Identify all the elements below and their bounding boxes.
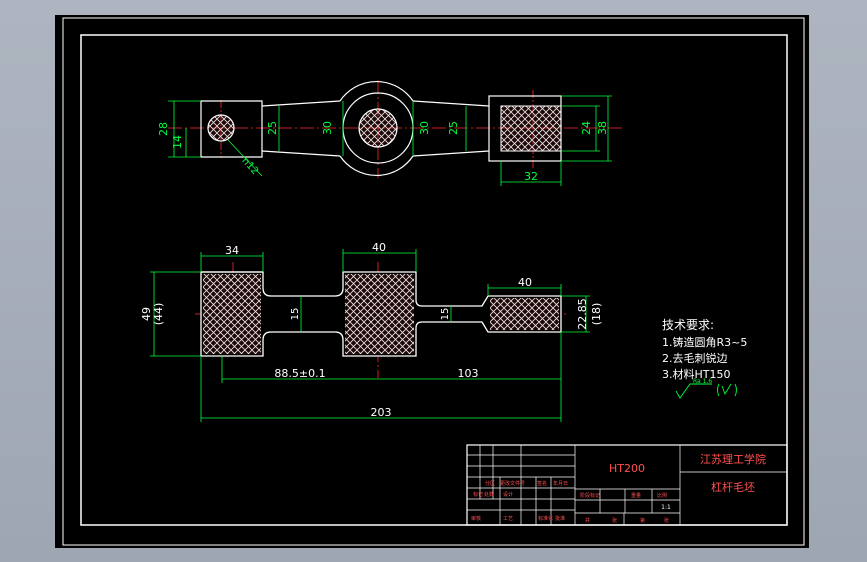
dim-18: (18) [590, 303, 603, 326]
dim-25-right: 25 [447, 121, 460, 135]
top-left-hole [207, 114, 235, 142]
tech-note-2: 2.去毛刺锐边 [662, 351, 728, 365]
cell-12: 审核 [471, 515, 481, 522]
tech-note-3: 3.材料HT150 [662, 367, 730, 381]
front-section-middle [345, 274, 414, 354]
dim-15-left: 15 [290, 308, 301, 321]
outer-frame [62, 17, 805, 546]
title-block-text: HT200 江苏理工学院 杠杆毛坯 1:1 标记 处数 分区 更改文件号 签名 … [471, 452, 766, 524]
cell-8: 标准化 [538, 515, 553, 522]
dim-25-left: 25 [266, 121, 279, 135]
dim-30-right: 30 [418, 121, 431, 135]
tech-notes-heading: 技术要求: [662, 318, 714, 332]
cell-6: 年月日 [553, 480, 568, 487]
dim-28: 28 [157, 122, 170, 136]
cell-2: 处数 [484, 491, 494, 498]
cell-9: 阶段标记 [580, 492, 600, 499]
dim-203: 203 [371, 406, 392, 419]
dim-38: 38 [596, 121, 609, 135]
drawing-sheet [55, 15, 809, 548]
tech-notes: 技术要求: 1.铸造圆角R3~5 2.去毛刺锐边 3.材料HT150 Ra 1.… [662, 318, 747, 399]
cell-3: 分区 [485, 480, 495, 487]
dim-88-5: 88.5±0.1 [274, 367, 325, 380]
dim-44: (44) [152, 303, 165, 326]
dim-32: 32 [524, 170, 538, 183]
dim-103: 103 [458, 367, 479, 380]
cell-13: 工艺 [503, 516, 513, 522]
cell-14: 批准 [555, 515, 565, 522]
top-right-section [500, 105, 562, 152]
top-left-boss [200, 100, 263, 158]
part-name: 杠杆毛坯 [711, 480, 755, 494]
cell-16: 张 [612, 517, 617, 524]
material-label: HT200 [609, 462, 645, 475]
tech-note-1: 1.铸造圆角R3~5 [662, 335, 747, 349]
cell-11: 比例 [657, 492, 667, 499]
front-view: 34 40 40 49 (44) 15 15 22.85 (18) 88.5±0… [140, 241, 603, 422]
roughness-paren-icon [717, 383, 737, 397]
title-block [466, 444, 788, 526]
dim-24: 24 [580, 121, 593, 135]
dim-49: 49 [140, 307, 153, 321]
scale-value: 1:1 [661, 504, 671, 511]
cell-4: 更改文件号 [500, 480, 525, 487]
front-section-right [490, 298, 559, 330]
cell-7: 设计 [503, 491, 513, 498]
cell-17: 第 [640, 517, 645, 524]
school-name: 江苏理工学院 [700, 452, 766, 466]
top-center-hole [358, 108, 398, 148]
roughness-value: Ra 1.6 [693, 378, 712, 385]
roughness-icon [675, 383, 712, 399]
dim-34: 34 [225, 244, 239, 257]
dim-14: 14 [171, 135, 184, 149]
dim-15-right: 15 [440, 308, 451, 321]
top-view: 28 14 25 30 30 25 24 38 32 n12 [157, 80, 622, 186]
dim-40-right: 40 [518, 276, 532, 289]
cell-10: 重量 [631, 492, 641, 499]
cell-5: 签名 [537, 480, 547, 487]
dim-22-85: 22.85 [576, 298, 589, 330]
front-section-left [203, 274, 261, 354]
inner-frame [80, 34, 788, 526]
cell-1: 标记 [473, 491, 483, 498]
dim-40-mid: 40 [372, 241, 386, 254]
cell-15: 共 [585, 517, 590, 524]
dim-30-left: 30 [321, 121, 334, 135]
cell-18: 张 [664, 517, 669, 524]
